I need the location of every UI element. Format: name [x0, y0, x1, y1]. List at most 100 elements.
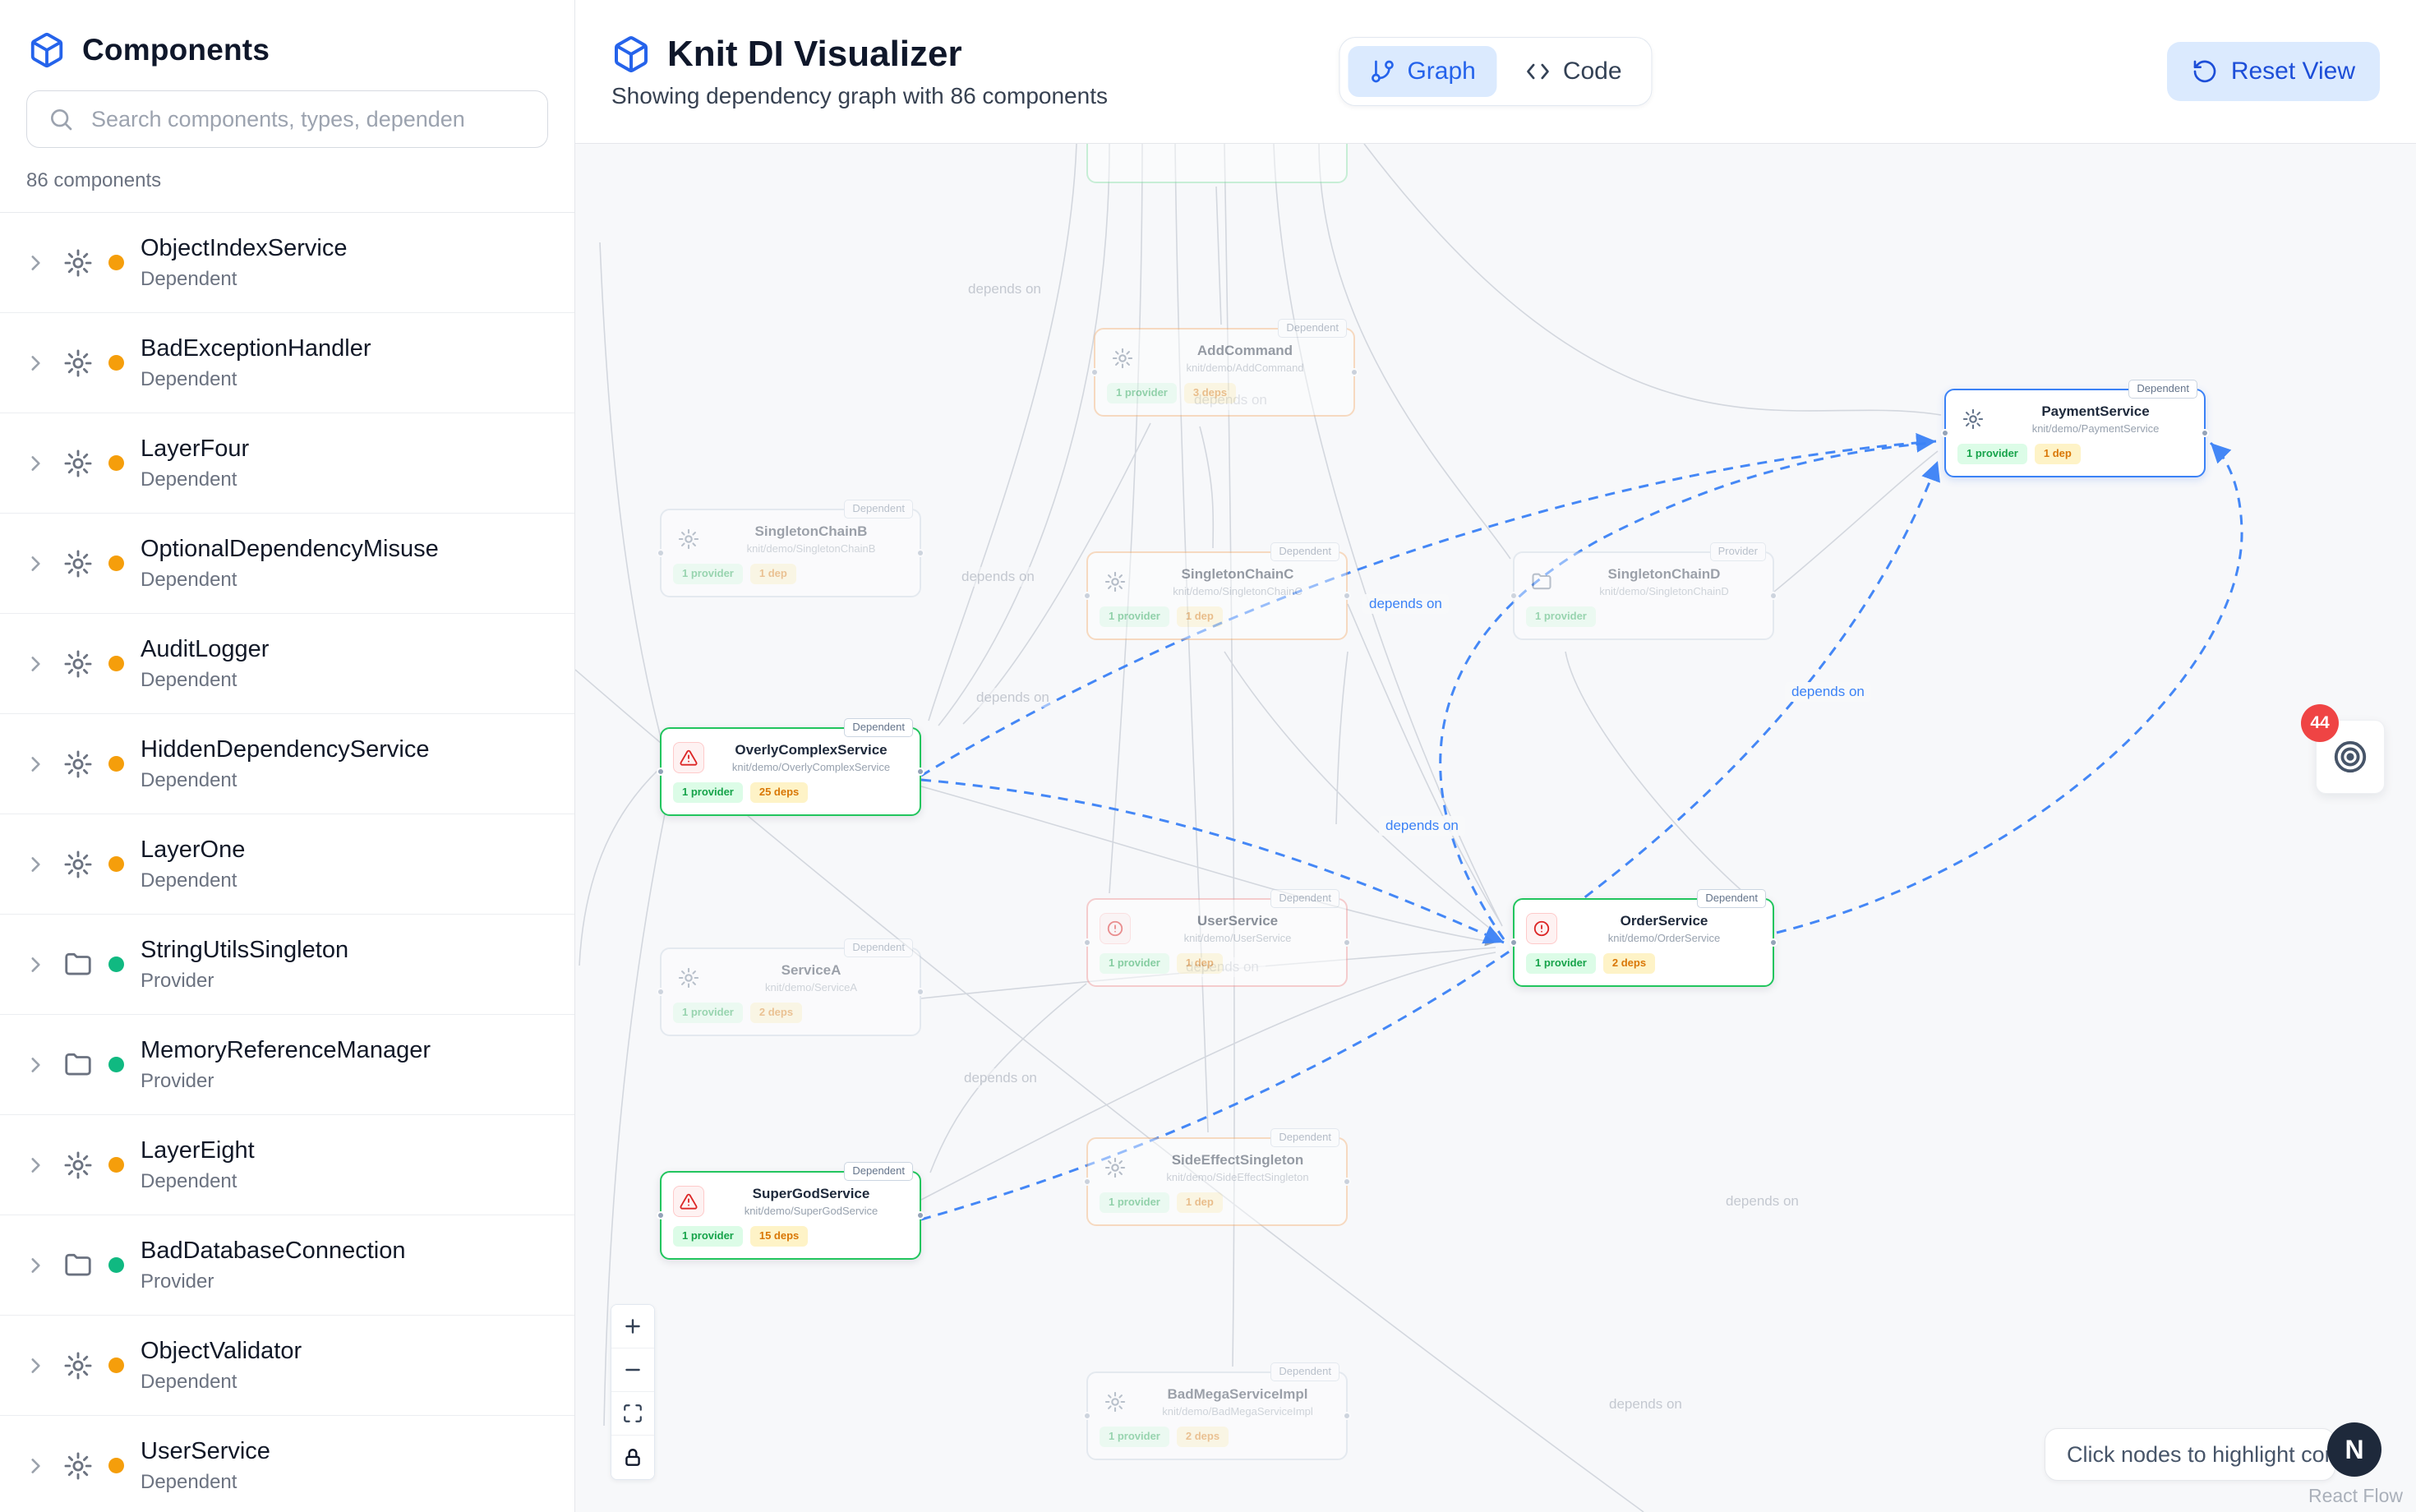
graph-node-singleton-chain-b[interactable]: Dependent SingletonChainB knit/demo/Sing…	[657, 500, 924, 597]
node-scope-badge: Dependent	[1278, 319, 1347, 338]
node-handle[interactable]	[2201, 428, 2209, 437]
sidebar: Components 86 components ObjectIndexServ…	[0, 0, 575, 1512]
reset-view-button[interactable]: Reset View	[2166, 42, 2380, 101]
node-handle[interactable]	[1510, 938, 1518, 947]
component-role: Provider	[141, 969, 214, 992]
target-icon	[2331, 738, 2369, 776]
chevron-right-icon[interactable]	[25, 1355, 46, 1376]
chevron-right-icon[interactable]	[25, 252, 46, 274]
component-role: Dependent	[141, 869, 237, 892]
node-title: OrderService	[1620, 913, 1708, 929]
component-list-item[interactable]: BadDatabaseConnection Provider	[0, 1215, 574, 1316]
node-handle[interactable]	[916, 767, 924, 776]
node-handle[interactable]	[1343, 938, 1351, 947]
component-list-item[interactable]: OptionalDependencyMisuse Dependent	[0, 514, 574, 614]
chevron-right-icon[interactable]	[25, 553, 46, 574]
node-pill: 1 provider	[673, 564, 743, 584]
component-role: Dependent	[141, 267, 237, 290]
component-list-item[interactable]: ObjectValidator Dependent	[0, 1316, 574, 1416]
chevron-right-icon[interactable]	[25, 1054, 46, 1076]
chevron-right-icon[interactable]	[25, 954, 46, 975]
chevron-right-icon[interactable]	[25, 854, 46, 875]
node-handle[interactable]	[1083, 1411, 1091, 1420]
role-dot	[108, 1358, 124, 1373]
folder-icon	[62, 1250, 94, 1281]
node-handle[interactable]	[916, 548, 924, 557]
reactflow-logo[interactable]: N	[2327, 1422, 2381, 1477]
node-handle[interactable]	[1343, 1177, 1351, 1186]
node-handle[interactable]	[657, 548, 665, 557]
component-role: Dependent	[141, 768, 237, 791]
topbar: Knit DI Visualizer Showing dependency gr…	[575, 0, 2416, 144]
gear-icon	[62, 548, 94, 579]
gear-icon	[62, 1350, 94, 1381]
role-dot	[108, 957, 124, 972]
component-name: MemoryReferenceManager	[141, 1037, 431, 1064]
role-dot	[108, 856, 124, 872]
node-handle[interactable]	[1343, 1411, 1351, 1420]
sidebar-title: Components	[82, 33, 270, 67]
component-list-item[interactable]: StringUtilsSingleton Provider	[0, 915, 574, 1015]
node-handle[interactable]	[1769, 938, 1777, 947]
graph-node-overly-complex-service[interactable]: Dependent OverlyComplexService knit/demo…	[657, 718, 924, 816]
graph-node-partial[interactable]	[1086, 144, 1348, 183]
node-pill: 1 provider	[1957, 444, 2027, 464]
role-dot	[108, 355, 124, 371]
zoom-out-button[interactable]	[611, 1348, 654, 1392]
component-list-item[interactable]: MemoryReferenceManager Provider	[0, 1015, 574, 1115]
node-scope-badge: Dependent	[1270, 542, 1339, 561]
component-list-item[interactable]: LayerFour Dependent	[0, 413, 574, 514]
lock-button[interactable]	[611, 1436, 654, 1479]
node-handle[interactable]	[1343, 591, 1351, 600]
component-list-item[interactable]: HiddenDependencyService Dependent	[0, 714, 574, 814]
graph-canvas[interactable]: depends on depends on depends on depends…	[575, 144, 2416, 1512]
node-handle[interactable]	[916, 987, 924, 996]
fit-view-button[interactable]	[611, 1392, 654, 1436]
graph-node-super-god-service[interactable]: Dependent SuperGodService knit/demo/Supe…	[657, 1162, 924, 1260]
node-handle[interactable]	[1083, 938, 1091, 947]
main-panel: Knit DI Visualizer Showing dependency gr…	[575, 0, 2416, 1512]
chevron-right-icon[interactable]	[25, 353, 46, 374]
chevron-right-icon[interactable]	[25, 1255, 46, 1276]
component-list-item[interactable]: LayerEight Dependent	[0, 1115, 574, 1215]
node-pill: 2 deps	[749, 1003, 803, 1023]
chevron-right-icon[interactable]	[25, 653, 46, 675]
node-handle[interactable]	[916, 1210, 924, 1219]
zoom-in-button[interactable]	[611, 1305, 654, 1348]
search-input[interactable]	[26, 90, 548, 148]
component-list-item[interactable]: BadExceptionHandler Dependent	[0, 313, 574, 413]
graph-node-bad-mega-service-impl[interactable]: Dependent BadMegaServiceImpl knit/demo/B…	[1083, 1362, 1351, 1460]
search-box[interactable]	[26, 90, 548, 148]
node-handle[interactable]	[1090, 367, 1099, 376]
graph-node-singleton-chain-d[interactable]: Provider SingletonChainD knit/demo/Singl…	[1510, 542, 1777, 640]
tab-graph[interactable]: Graph	[1348, 46, 1497, 97]
node-title: UserService	[1196, 913, 1279, 929]
graph-node-add-command[interactable]: Dependent AddCommand knit/demo/AddComman…	[1090, 319, 1358, 417]
graph-node-service-a[interactable]: Dependent ServiceA knit/demo/ServiceA 1 …	[657, 938, 924, 1036]
chevron-right-icon[interactable]	[25, 1455, 46, 1477]
graph-node-order-service[interactable]: Dependent OrderService knit/demo/OrderSe…	[1510, 889, 1777, 987]
graph-node-side-effect-singleton[interactable]: Dependent SideEffectSingleton knit/demo/…	[1083, 1128, 1351, 1226]
node-handle[interactable]	[1350, 367, 1358, 376]
component-list-item[interactable]: UserService Dependent	[0, 1416, 574, 1512]
node-handle[interactable]	[657, 1210, 665, 1219]
node-handle[interactable]	[657, 987, 665, 996]
node-handle[interactable]	[1083, 591, 1091, 600]
chevron-right-icon[interactable]	[25, 453, 46, 474]
node-handle[interactable]	[1510, 591, 1518, 600]
graph-node-user-service[interactable]: Dependent UserService knit/demo/UserServ…	[1083, 889, 1351, 987]
node-handle[interactable]	[1769, 591, 1777, 600]
graph-node-payment-service[interactable]: Dependent PaymentService knit/demo/Payme…	[1941, 380, 2209, 477]
component-role: Dependent	[141, 1370, 237, 1393]
chevron-right-icon[interactable]	[25, 754, 46, 775]
graph-node-singleton-chain-c[interactable]: Dependent SingletonChainC knit/demo/Sing…	[1083, 542, 1351, 640]
component-list-item[interactable]: LayerOne Dependent	[0, 814, 574, 915]
component-list-item[interactable]: AuditLogger Dependent	[0, 614, 574, 714]
node-subtitle: knit/demo/SingletonChainD	[1599, 585, 1729, 597]
tab-code[interactable]: Code	[1504, 46, 1644, 97]
component-list-item[interactable]: ObjectIndexService Dependent	[0, 213, 574, 313]
chevron-right-icon[interactable]	[25, 1155, 46, 1176]
node-handle[interactable]	[1941, 428, 1949, 437]
node-handle[interactable]	[1083, 1177, 1091, 1186]
node-handle[interactable]	[657, 767, 665, 776]
